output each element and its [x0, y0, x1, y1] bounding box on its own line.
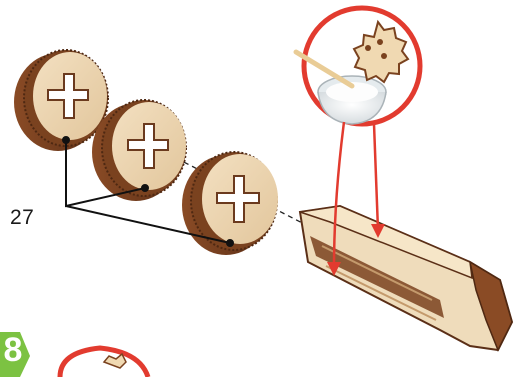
gear-disc-1 — [14, 50, 108, 151]
step-number: 8 — [0, 330, 26, 370]
wooden-shaft — [300, 206, 512, 350]
next-step-callout-partial — [60, 348, 148, 377]
glue-callout — [296, 8, 420, 124]
part-number-label: 27 — [10, 206, 34, 230]
